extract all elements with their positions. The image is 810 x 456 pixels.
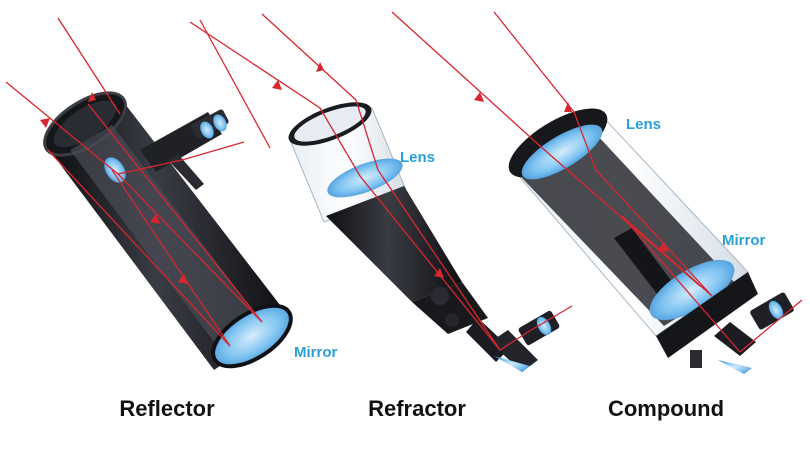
reflector-primary-mirror xyxy=(211,303,293,369)
refractor-caption: Refractor xyxy=(368,396,466,421)
refractor-tube xyxy=(326,186,462,302)
reflector-eyepiece xyxy=(140,109,229,190)
compound-corrector-lens xyxy=(521,124,603,180)
reflector-telescope xyxy=(5,17,293,370)
refractor-diagonal-mirror xyxy=(494,356,530,372)
compound-mirror-label: Mirror xyxy=(722,232,766,249)
compound-caption: Compound xyxy=(607,396,725,421)
refractor-lens-label: Lens xyxy=(400,149,436,166)
refractor-diagonal xyxy=(466,310,560,372)
reflector-caption: Reflector xyxy=(119,396,215,421)
compound-telescope xyxy=(391,11,803,374)
reflector-light-rays xyxy=(5,17,271,347)
compound-light-rays xyxy=(391,11,803,353)
refractor-objective-lens xyxy=(327,158,403,198)
compound-diagonal-mirror xyxy=(718,360,752,374)
compound-primary-mirror xyxy=(649,259,735,321)
reflector-mirror-label: Mirror xyxy=(294,344,338,361)
refractor-light-rays xyxy=(189,13,573,351)
refractor-telescope xyxy=(189,13,573,372)
compound-lens-label: Lens xyxy=(626,116,662,133)
